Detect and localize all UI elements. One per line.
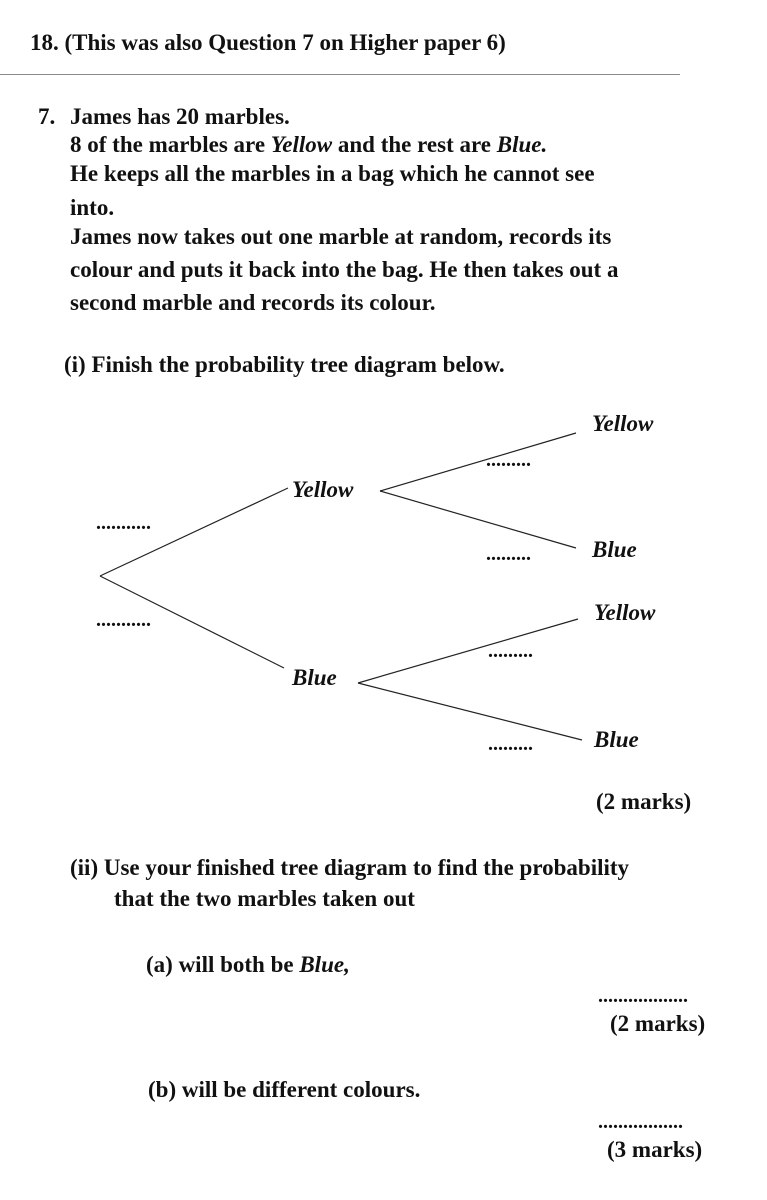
question-line-3: He keeps all the marbles in a bag which … — [70, 161, 595, 186]
label-yb: Blue — [592, 537, 637, 562]
blank-prob-yy[interactable]: ......... — [486, 449, 531, 471]
answer-blank-a[interactable]: .................. — [598, 985, 688, 1007]
q-l2-blue: Blue. — [496, 132, 548, 157]
question-line-6: colour and puts it back into the bag. He… — [70, 257, 619, 282]
part-ii-line-2: that the two marbles taken out — [114, 886, 415, 911]
blank-prob-first-yellow[interactable]: ........... — [96, 512, 151, 534]
q-l2-yellow: Yellow — [270, 132, 333, 157]
question-line-7: second marble and records its colour. — [70, 290, 436, 315]
label-yy: Yellow — [592, 411, 654, 436]
part-ii-a-question: (a) will both be Blue, — [146, 952, 350, 978]
part-ii-a-blue: Blue, — [299, 952, 350, 977]
part-ii-a-text: (a) will both be — [146, 952, 300, 977]
part-ii-a-marks: (2 marks) — [610, 1011, 706, 1036]
part-i-marks: (2 marks) — [596, 789, 692, 814]
label-first-yellow: Yellow — [292, 477, 354, 502]
header-divider — [0, 74, 680, 75]
blank-prob-yb[interactable]: ......... — [486, 543, 531, 565]
question-line-5: James now takes out one marble at random… — [70, 224, 612, 249]
branch-bb — [357, 682, 583, 741]
blank-prob-by[interactable]: ......... — [488, 640, 533, 662]
branch-first-yellow — [99, 487, 289, 577]
q-l2-a: 8 of the marbles are — [70, 132, 271, 157]
answer-blank-b[interactable]: ................. — [598, 1111, 683, 1133]
q-l2-c: and the rest are — [332, 132, 497, 157]
question-line-2: 8 of the marbles are Yellow and the rest… — [70, 132, 547, 158]
branch-by — [357, 618, 579, 684]
probability-tree — [99, 432, 583, 741]
page-header: 18. (This was also Question 7 on Higher … — [30, 30, 506, 55]
question-line-4: into. — [70, 195, 115, 220]
label-first-blue: Blue — [292, 665, 337, 690]
blank-prob-bb[interactable]: ......... — [488, 733, 533, 755]
part-i-instruction: (i) Finish the probability tree diagram … — [64, 352, 505, 377]
part-ii-b-question: (b) will be different colours. — [148, 1077, 421, 1102]
part-ii-b-marks: (3 marks) — [607, 1137, 703, 1162]
part-ii-line-1: (ii) Use your finished tree diagram to f… — [70, 855, 630, 880]
branch-first-blue — [99, 575, 285, 669]
question-number: 7. — [38, 104, 56, 129]
label-by: Yellow — [594, 600, 656, 625]
question-line-1: James has 20 marbles. — [70, 104, 290, 129]
branch-yy — [379, 432, 577, 492]
branch-yb — [379, 490, 577, 549]
label-bb: Blue — [594, 727, 639, 752]
blank-prob-first-blue[interactable]: ........... — [96, 609, 151, 631]
